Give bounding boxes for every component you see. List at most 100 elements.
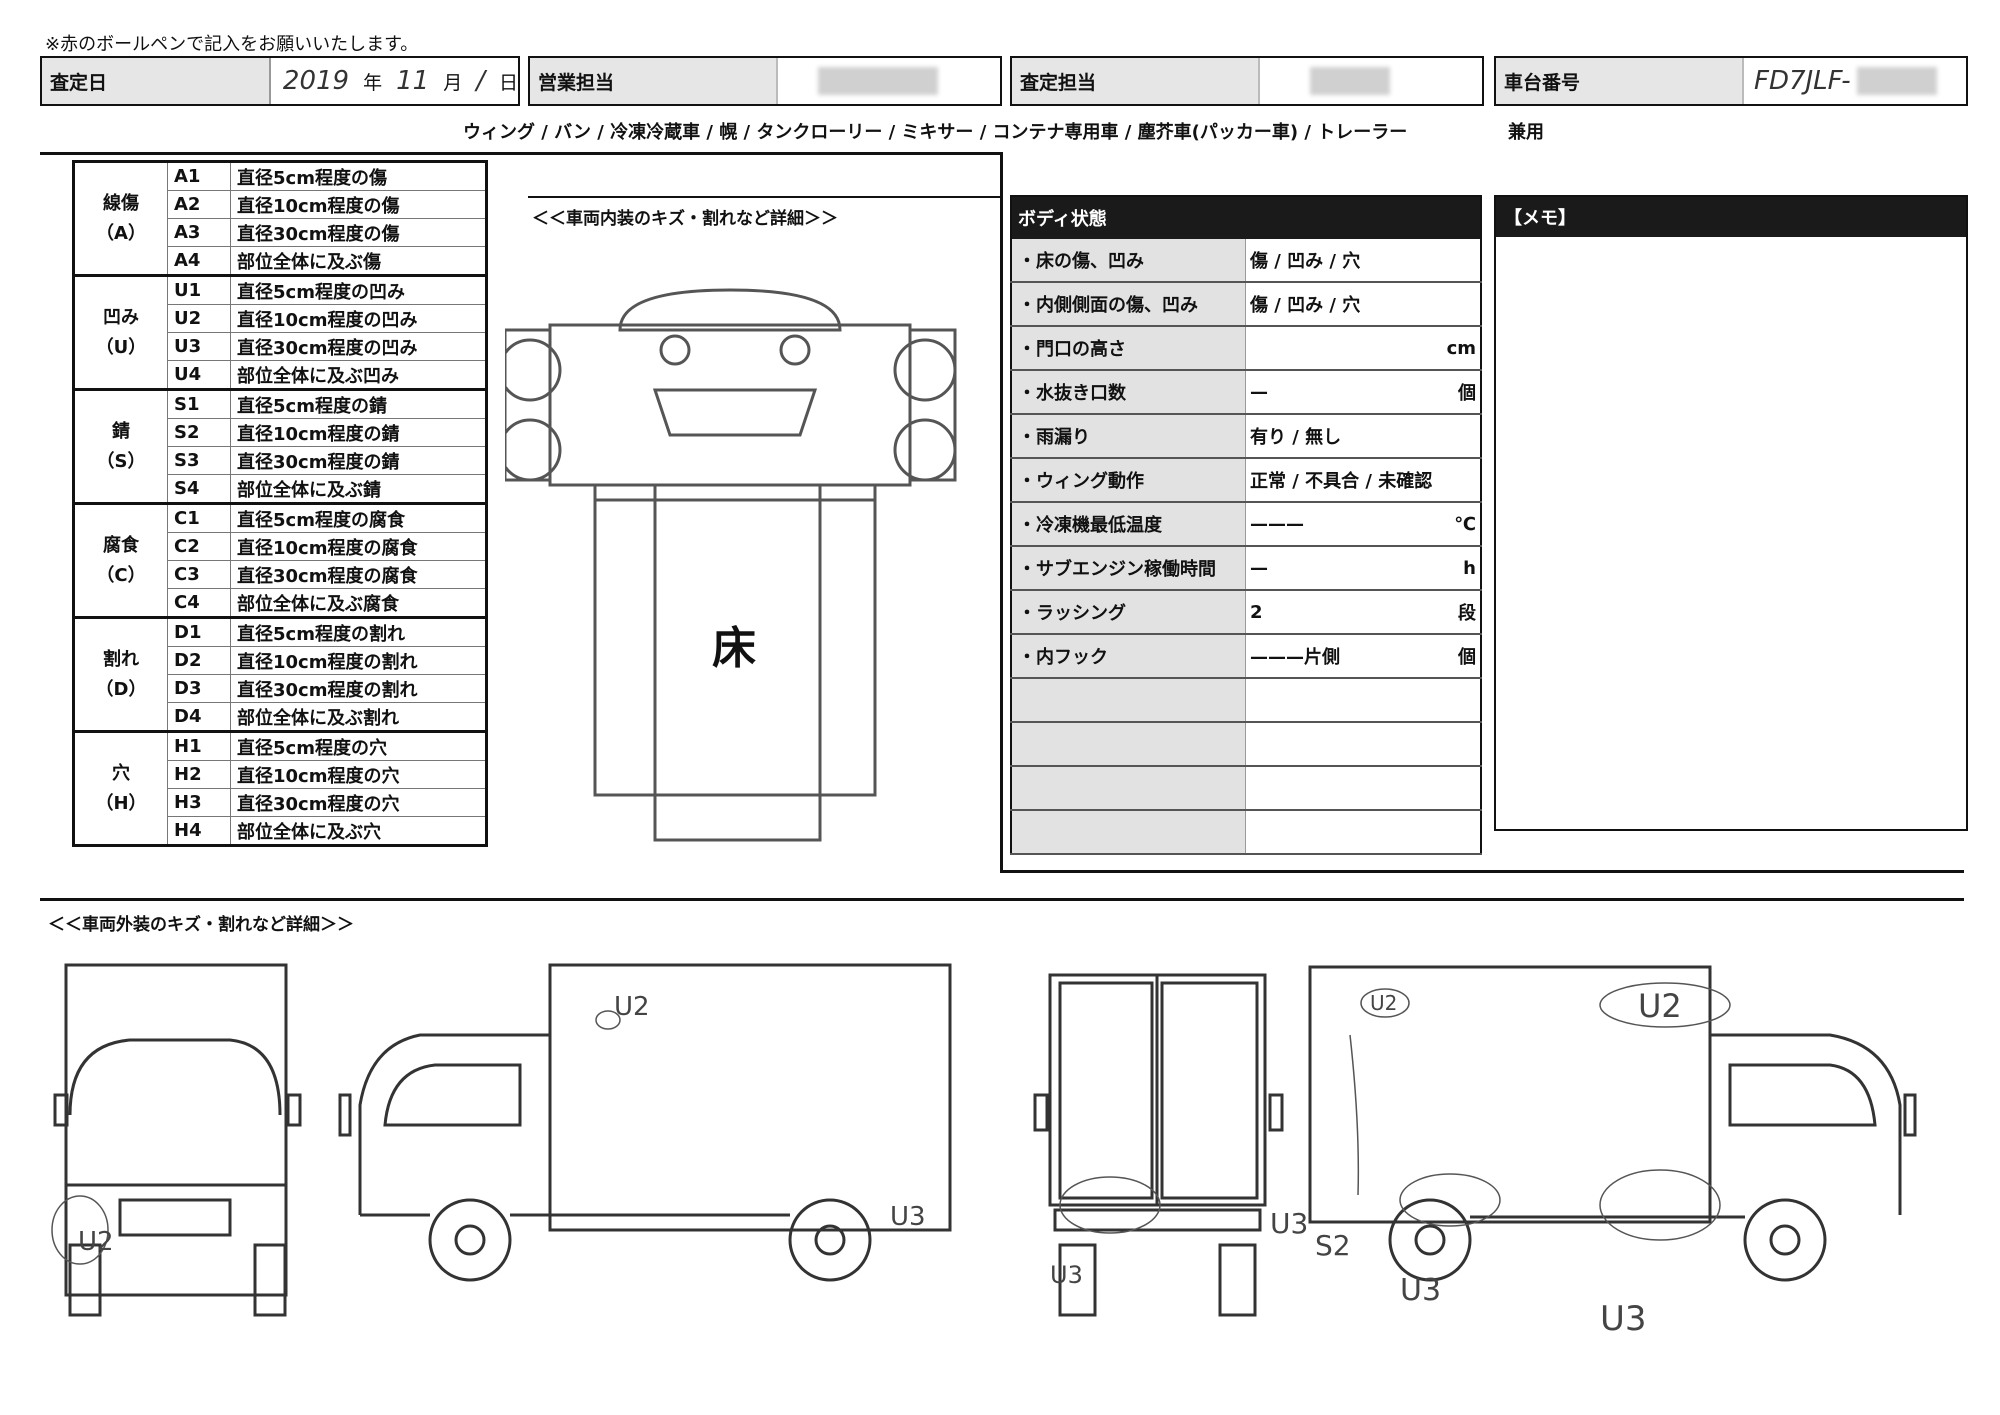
- empty-value-cell[interactable]: [1245, 678, 1481, 723]
- body-status-row: ・床の傷、凹み傷 / 凹み / 穴: [1011, 239, 1481, 283]
- legend-code: A1: [167, 161, 231, 191]
- body-status-value: 有り / 無し: [1250, 427, 1342, 448]
- legend-group-code: （C）: [96, 564, 146, 586]
- legend-code: A3: [167, 218, 231, 247]
- day-unit: 日: [498, 71, 518, 94]
- legend-description: 直径10cm程度の穴: [230, 760, 487, 789]
- legend-code: C1: [167, 503, 231, 533]
- legend-group-name: 凹み: [103, 306, 139, 328]
- legend-description: 直径30cm程度の穴: [230, 788, 487, 817]
- legend-code: H3: [167, 788, 231, 817]
- sales-rep-field[interactable]: [778, 58, 1000, 104]
- body-status-row: ・水抜き口数—個: [1011, 370, 1481, 415]
- body-status-label: ・雨漏り: [1011, 414, 1246, 459]
- legend-group: 錆（S）: [73, 389, 168, 505]
- body-status-value-wrap: cm: [1250, 338, 1476, 359]
- mark: U3: [890, 1202, 926, 1232]
- legend-description: 部位全体に及ぶ傷: [230, 246, 487, 277]
- body-status-value-cell[interactable]: —h: [1245, 546, 1481, 591]
- interior-floor-diagram: [505, 288, 957, 842]
- assessor-field[interactable]: [1260, 58, 1482, 104]
- body-status-value: —: [1250, 557, 1268, 579]
- body-status-value-cell[interactable]: 有り / 無し: [1245, 414, 1481, 459]
- section-divider: [40, 152, 1002, 155]
- body-status-row: ・内フック———片側個: [1011, 634, 1481, 679]
- body-status-value-cell[interactable]: 傷 / 凹み / 穴: [1245, 239, 1481, 283]
- body-status-empty-row: [1011, 722, 1481, 767]
- date-day: /: [476, 66, 485, 96]
- legend-code: H2: [167, 760, 231, 789]
- body-status-label: ・冷凍機最低温度: [1011, 502, 1246, 547]
- body-status-row: ・内側側面の傷、凹み傷 / 凹み / 穴: [1011, 282, 1481, 327]
- legend-code: S1: [167, 389, 231, 419]
- empty-value-cell[interactable]: [1245, 722, 1481, 767]
- mark: U3: [1050, 1261, 1083, 1289]
- empty-label-cell: [1011, 722, 1246, 767]
- body-status-value-cell[interactable]: cm: [1245, 326, 1481, 371]
- memo-box[interactable]: 【メモ】: [1494, 195, 1968, 831]
- body-status-value-cell[interactable]: ———片側個: [1245, 634, 1481, 679]
- legend-group-name: 割れ: [103, 648, 139, 670]
- empty-value-cell[interactable]: [1245, 810, 1481, 855]
- chassis-number-label: 車台番号: [1496, 58, 1744, 104]
- body-status-unit: cm: [1446, 337, 1476, 359]
- body-status-empty-row: [1011, 766, 1481, 811]
- body-status-row: ・ウィング動作正常 / 不具合 / 未確認: [1011, 458, 1481, 503]
- legend-description: 部位全体に及ぶ錆: [230, 474, 487, 505]
- body-status-row: ・雨漏り有り / 無し: [1011, 414, 1481, 459]
- body-status-value-cell[interactable]: ———℃: [1245, 502, 1481, 547]
- legend-group: 腐食 （C）: [73, 503, 168, 619]
- body-status-empty-row: [1011, 678, 1481, 723]
- body-status-unit: 個: [1458, 383, 1476, 404]
- mark: U2: [1370, 991, 1397, 1015]
- chassis-number-field[interactable]: FD7JLF-: [1744, 58, 1966, 104]
- body-status-empty-row: [1011, 810, 1481, 855]
- legend-description: 直径5cm程度の錆: [230, 389, 487, 419]
- body-status-value-cell[interactable]: 傷 / 凹み / 穴: [1245, 282, 1481, 327]
- legend-description: 直径30cm程度の傷: [230, 218, 487, 247]
- legend-group-code: （U）: [95, 336, 147, 358]
- legend-description: 直径10cm程度の割れ: [230, 646, 487, 675]
- legend-code: A2: [167, 190, 231, 219]
- body-status-label: ・門口の高さ: [1011, 326, 1246, 371]
- body-status-value: 正常 / 不具合 / 未確認: [1250, 471, 1433, 492]
- body-status-label: ・サブエンジン稼働時間: [1011, 546, 1246, 591]
- empty-value-cell[interactable]: [1245, 766, 1481, 811]
- assessment-date-field[interactable]: 2019 年 11 月 / 日: [271, 58, 518, 104]
- body-status-value-wrap: 傷 / 凹み / 穴: [1250, 291, 1476, 317]
- legend-code: D4: [167, 702, 231, 733]
- legend-description: 直径30cm程度の錆: [230, 446, 487, 475]
- floor-label: 床: [712, 623, 756, 674]
- legend-code: U1: [167, 275, 231, 305]
- instruction-note: ※赤のボールペンで記入をお願いいたします。: [45, 34, 419, 55]
- body-status-unit: 個: [1458, 647, 1476, 668]
- legend-code: D3: [167, 674, 231, 703]
- legend-group: 割れ（D）: [73, 617, 168, 733]
- body-status-value-cell[interactable]: —個: [1245, 370, 1481, 415]
- body-status-value-cell[interactable]: 正常 / 不具合 / 未確認: [1245, 458, 1481, 503]
- legend-group-name: 腐食: [103, 534, 139, 556]
- body-status-value: ———: [1250, 513, 1304, 535]
- date-year: 2019: [282, 66, 350, 96]
- legend-description: 部位全体に及ぶ穴: [230, 816, 487, 847]
- handwritten-marks: U2 U2 U2 U2 U3 U3 U3 S2 U3 U3: [51, 982, 1731, 1339]
- legend-group: 穴（H）: [73, 731, 168, 847]
- legend-description: 直径30cm程度の腐食: [230, 560, 487, 589]
- legend-group: 凹み （U）: [73, 275, 168, 391]
- empty-label-cell: [1011, 810, 1246, 855]
- chassis-number-box: 車台番号 FD7JLF-: [1494, 56, 1968, 106]
- combined-use-label: 兼用: [1508, 122, 1544, 143]
- truck-rear-view: [1033, 973, 1284, 1317]
